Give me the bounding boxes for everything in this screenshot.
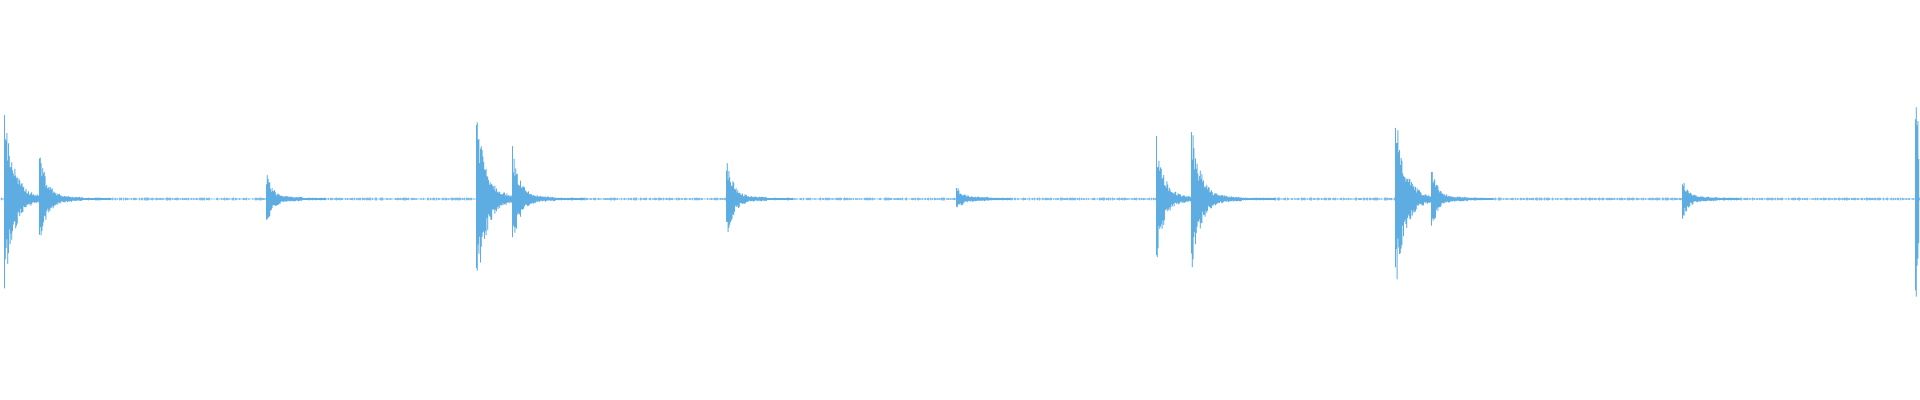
waveform-burst-2 xyxy=(39,157,112,236)
waveform-burst-7 xyxy=(956,188,1011,208)
waveform-burst-3 xyxy=(266,175,327,220)
waveform-burst-5 xyxy=(512,146,585,238)
waveform-burst-13 xyxy=(1915,107,1920,297)
waveform-burst-12 xyxy=(1682,182,1740,219)
waveform-burst-9 xyxy=(1191,132,1276,268)
waveform-burst-11 xyxy=(1431,171,1494,226)
waveform-burst-6 xyxy=(726,163,794,232)
